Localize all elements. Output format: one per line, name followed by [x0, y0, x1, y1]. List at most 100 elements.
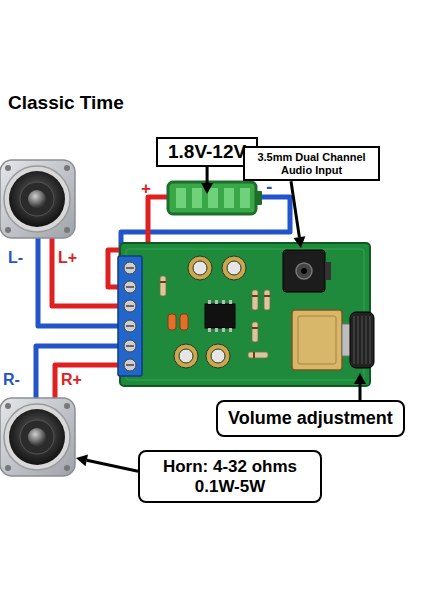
box-text: Volume adjustment	[228, 408, 393, 429]
speaker-symbol-part	[5, 165, 11, 171]
speaker-symbol-part	[64, 465, 70, 471]
amplifier-board-part-part	[252, 290, 258, 310]
terminal-label: -	[266, 177, 272, 196]
speaker-symbol-part	[28, 190, 46, 208]
speaker-symbol-part	[5, 403, 11, 409]
amplifier-board-part-part	[193, 261, 207, 275]
amplifier-board-part-part	[126, 267, 134, 269]
amplifier-board-part-part	[126, 305, 134, 307]
amplifier-board-part	[350, 312, 374, 368]
amplifier-board-part-part	[124, 300, 136, 312]
amplifier-board-part-part	[248, 352, 268, 358]
amplifier-board-part-part	[174, 344, 198, 368]
speaker-symbol-part	[64, 227, 70, 233]
terminal-label: R-	[3, 372, 20, 388]
amplifier-board-part-part	[222, 256, 246, 280]
terminal-label: R+	[61, 372, 82, 388]
amplifier-board-part-part	[126, 345, 134, 347]
amplifier-board-part-part	[229, 328, 232, 332]
amplifier-board-part	[160, 281, 270, 358]
leader-line	[291, 181, 299, 237]
amplifier-board-part	[124, 262, 136, 371]
amplifier-board-part	[296, 263, 312, 279]
terminal-label: +	[141, 180, 151, 197]
speaker-symbol-part	[0, 398, 75, 476]
amplifier-board-part-part	[188, 256, 212, 280]
amplifier-board-part-part	[264, 290, 270, 310]
amplifier-board-part	[298, 316, 336, 364]
amplifier-board-part	[118, 256, 142, 376]
amplifier-board-part	[168, 314, 176, 330]
speaker-symbol-part	[0, 160, 75, 238]
amplifier-board-part	[283, 250, 325, 292]
leader-line	[359, 384, 362, 400]
amplifier-board-part-part	[358, 316, 359, 364]
amplifier-board-part-part	[126, 286, 134, 288]
amplifier-board-part-part	[124, 359, 136, 371]
speaker-symbol-part	[9, 409, 65, 465]
amplifier-board-part	[208, 300, 232, 332]
amplifier-board-part-part	[126, 325, 134, 327]
amplifier-board-part	[180, 314, 188, 330]
terminal-label: L-	[8, 250, 23, 266]
amplifier-board-part-part	[124, 281, 136, 293]
battery-symbol-part	[256, 191, 262, 205]
speaker-symbol-part	[5, 465, 11, 471]
speaker-symbol-part	[5, 227, 11, 233]
arrowhead	[354, 373, 366, 384]
leader-line	[87, 460, 138, 471]
amplifier-board-part-part	[208, 328, 211, 332]
amplifier-board-part-part	[252, 322, 258, 342]
amplifier-board-part-part	[215, 328, 218, 332]
terminal-label: L+	[58, 250, 77, 266]
amplifier-board-part-part	[227, 261, 241, 275]
arrowhead	[293, 236, 305, 248]
amplifier-board-part-part	[362, 316, 363, 364]
amplifier-board-part-part	[179, 349, 193, 363]
battery-symbol	[168, 182, 262, 214]
amplifier-board-part-part	[354, 316, 355, 364]
amplifier-board-part-part	[366, 316, 367, 364]
speaker-symbol-part	[64, 403, 70, 409]
amplifier-board-part	[301, 268, 307, 274]
amplifier-board-part	[160, 276, 270, 358]
amplifier-board-part-part	[264, 295, 270, 297]
battery-symbol-part	[176, 188, 186, 208]
arrowhead	[76, 454, 88, 466]
amplifier-board-part-part	[370, 316, 371, 364]
speaker-spec-box: Horn: 4-32 ohms 0.1W-5W	[138, 450, 322, 503]
amplifier-board-part-part	[253, 352, 255, 358]
battery-symbol-part	[192, 188, 202, 208]
amplifier-board-part-part	[222, 328, 225, 332]
battery-symbol-part	[224, 188, 234, 208]
amplifier-board-part-part	[252, 295, 258, 297]
speaker-symbol-part	[28, 428, 46, 446]
speaker-symbol	[0, 160, 75, 238]
amplifier-board-part-part	[160, 281, 166, 283]
amplifier-board	[118, 243, 374, 386]
amplifier-board-part-part	[229, 300, 232, 304]
amplifier-board-part	[292, 310, 342, 370]
amplifier-board-part-part	[252, 327, 258, 329]
battery-symbol-part	[208, 188, 218, 208]
speaker-symbol-part	[4, 404, 70, 470]
amplifier-board-part-part	[211, 349, 225, 363]
amplifier-board-part-part	[208, 300, 211, 304]
box-text: 3.5mm Dual Channel Audio Input	[249, 151, 374, 176]
speaker-symbol-part	[20, 420, 54, 454]
box-text: Horn: 4-32 ohms 0.1W-5W	[150, 457, 310, 496]
speaker-symbol-part	[4, 166, 70, 232]
amplifier-board-part-part	[222, 300, 225, 304]
speaker-symbol-part	[9, 171, 65, 227]
amplifier-board-part	[126, 268, 134, 365]
amplifier-board-part	[354, 316, 370, 364]
speaker-symbol-part	[64, 165, 70, 171]
amplifier-board-part-part	[124, 340, 136, 352]
speaker-symbol	[0, 398, 75, 476]
amplifier-board-part-part	[160, 276, 166, 296]
audio-input-box: 3.5mm Dual Channel Audio Input	[243, 146, 380, 181]
leader-line	[206, 167, 209, 183]
speaker-symbol-part	[20, 182, 54, 216]
